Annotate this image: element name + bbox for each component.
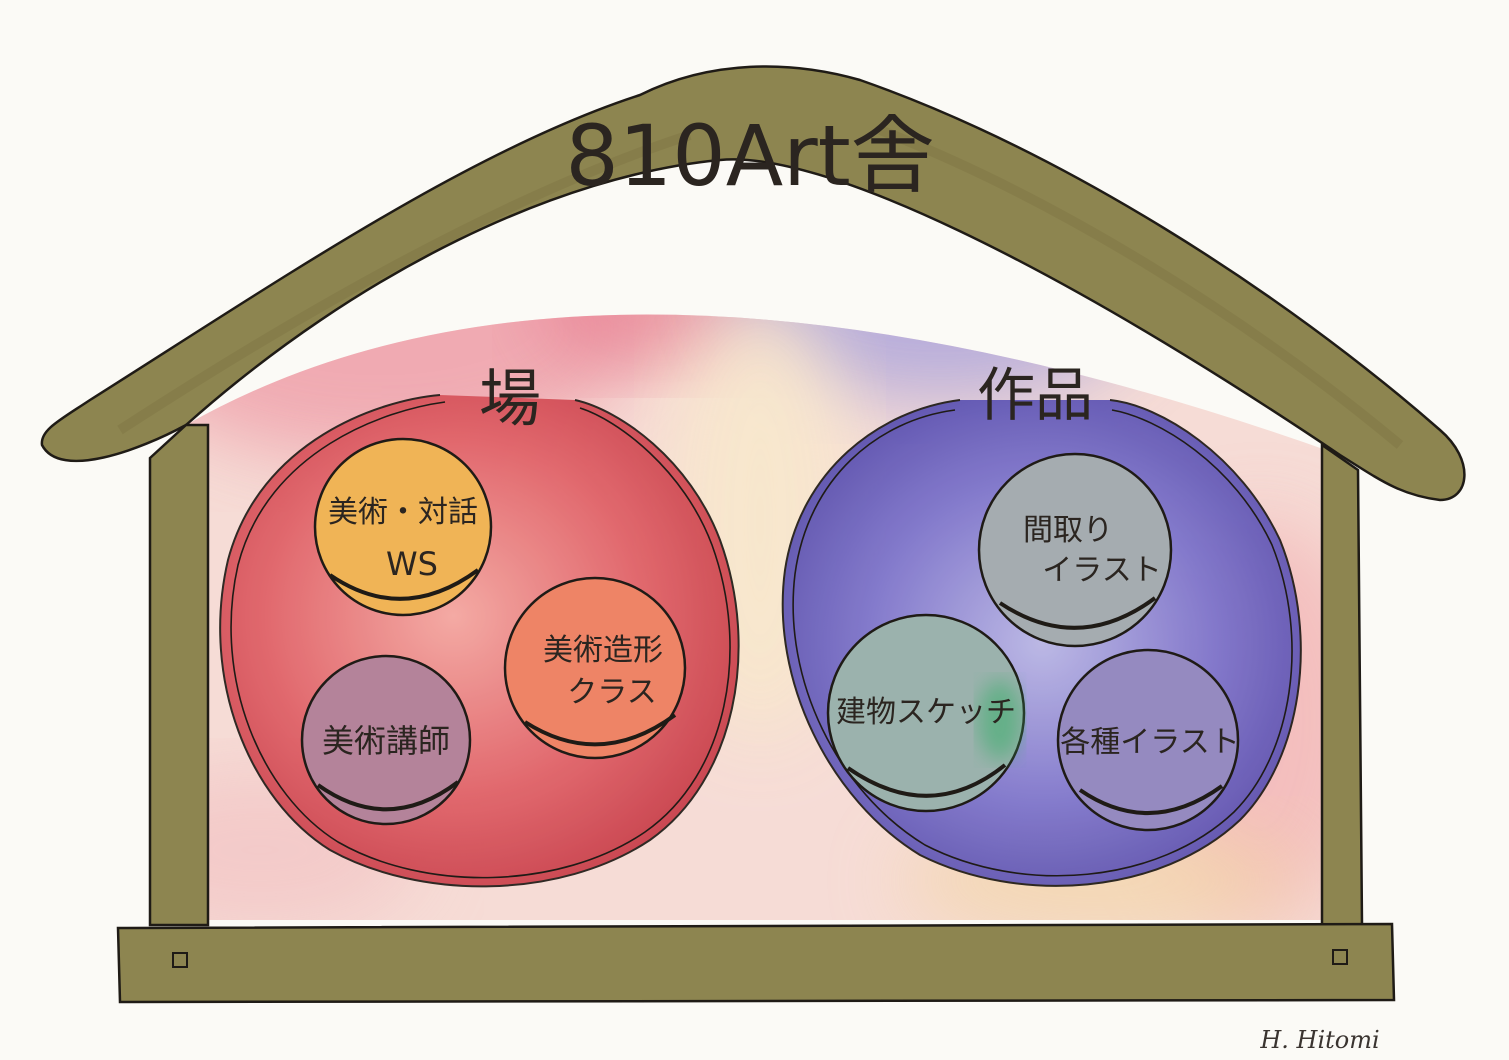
roof — [40, 65, 1466, 502]
node-various-illustrations-line1: 各種イラスト — [1060, 725, 1239, 760]
node-art-dialogue-ws: 美術・対話 WS — [313, 437, 493, 617]
node-floorplan-illustration-line2: イラスト — [1042, 553, 1161, 588]
node-floorplan-illustration-line1: 間取り — [1023, 513, 1113, 548]
node-art-instructor-line1: 美術講師 — [322, 722, 450, 760]
left-wall — [148, 423, 210, 927]
node-various-illustrations: 各種イラスト — [1056, 648, 1240, 832]
group-venue-label: 場 — [479, 362, 541, 435]
house-title: 810Art舎 — [565, 107, 934, 205]
node-building-sketch: 建物スケッチ — [826, 613, 1026, 813]
group-venue: 場 美術・対話 WS 美術造形 クラス 美術講師 — [219, 362, 740, 888]
node-building-sketch-line1: 建物スケッチ — [836, 695, 1016, 730]
base-beam — [116, 922, 1396, 1004]
node-art-dialogue-ws-line2: WS — [386, 545, 438, 583]
right-wall — [1320, 442, 1364, 927]
node-art-modeling-class-line1: 美術造形 — [543, 633, 663, 668]
node-floorplan-illustration: 間取り イラスト — [977, 452, 1173, 648]
node-art-modeling-class-line2: クラス — [567, 675, 656, 710]
node-art-dialogue-ws-line1: 美術・対話 — [328, 495, 478, 530]
base-nail-left — [172, 952, 188, 968]
node-art-instructor: 美術講師 — [300, 654, 472, 826]
node-art-modeling-class: 美術造形 クラス — [503, 576, 687, 760]
group-works: 作品 間取り イラスト 建物スケッチ 各種イラスト — [781, 361, 1302, 887]
base-nail-right — [1332, 949, 1348, 965]
group-works-label: 作品 — [977, 361, 1093, 429]
artist-signature: H. Hitomi — [1259, 1026, 1379, 1054]
